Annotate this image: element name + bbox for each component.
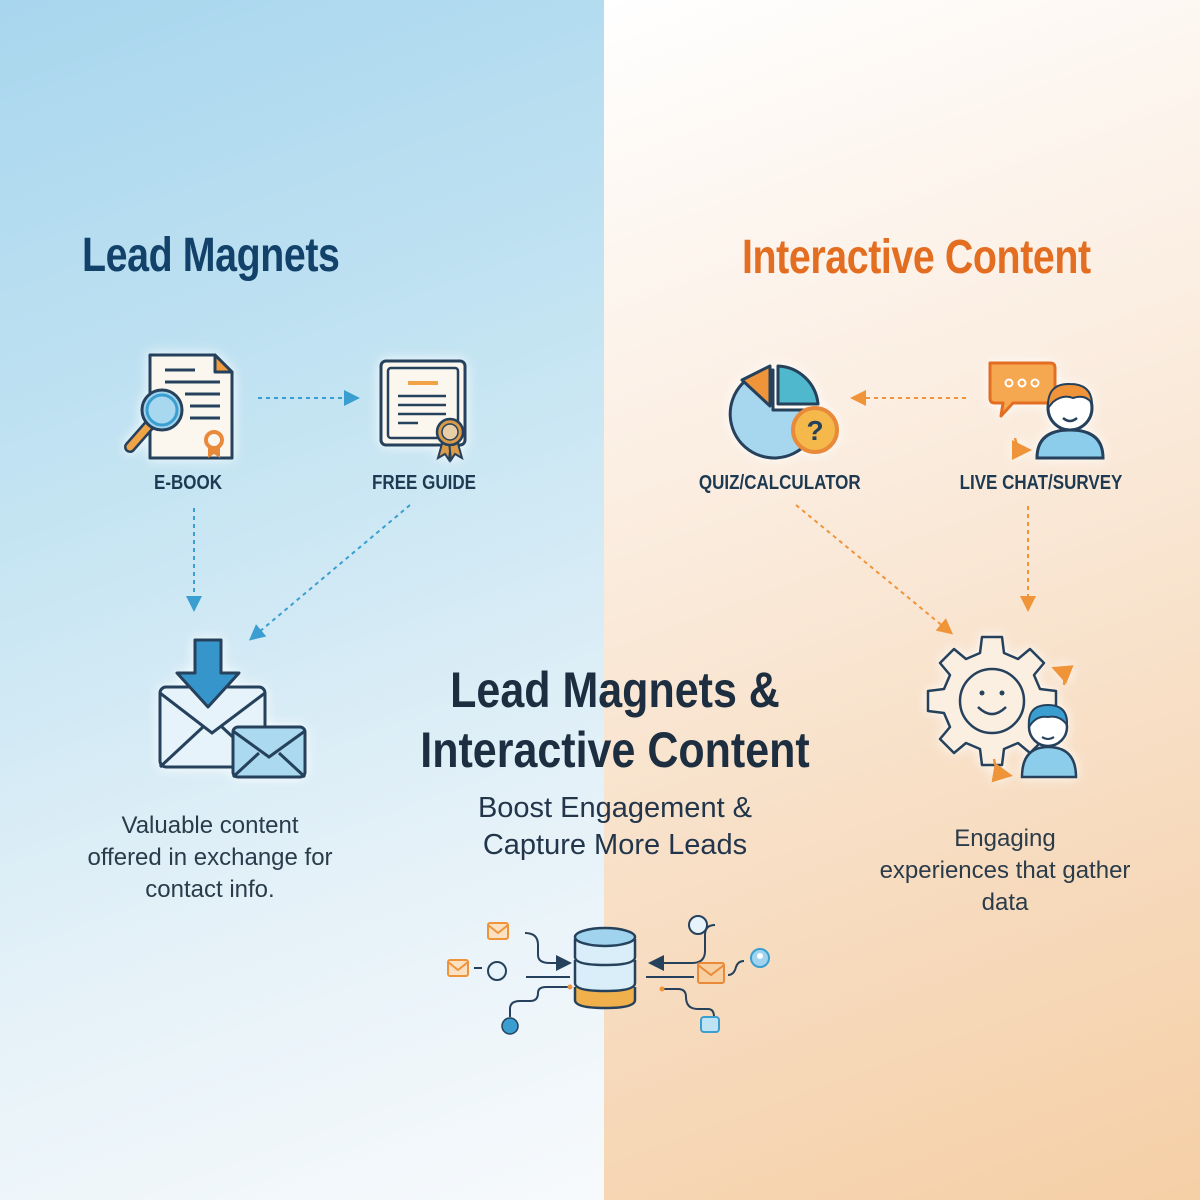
left-connectors xyxy=(186,390,411,641)
desc-line: Valuable content xyxy=(121,812,299,839)
email-icon xyxy=(697,962,725,984)
interactive-content-heading: Interactive Content xyxy=(742,231,1091,284)
quiz-calculator-label: QUIZ/CALCULATOR xyxy=(698,472,861,494)
desc-line: experiences that gather xyxy=(879,857,1131,884)
lead-magnets-heading: Lead Magnets xyxy=(82,229,340,282)
pie-chart-question-icon: ? xyxy=(728,364,839,460)
live-chat-survey-label: LIVE CHAT/SURVEY xyxy=(959,472,1123,494)
email-icon xyxy=(487,922,509,940)
main-subtitle: Boost Engagement & Capture More Leads xyxy=(420,790,810,864)
gear-smiley-user-icon xyxy=(926,635,1078,783)
location-pin-icon xyxy=(750,948,770,968)
desc-line: Engaging xyxy=(954,825,1056,852)
email-icon xyxy=(447,959,469,977)
ebook-label: E-BOOK xyxy=(154,472,222,494)
chat-user-icon xyxy=(988,361,1105,460)
chat-badge-icon xyxy=(688,915,708,935)
chat-badge-icon xyxy=(487,961,507,981)
left-background xyxy=(0,0,604,1200)
interactive-content-description: Engaging experiences that gather data xyxy=(865,823,1145,919)
lead-magnets-description: Valuable content offered in exchange for… xyxy=(60,810,360,906)
svg-text:?: ? xyxy=(806,415,823,446)
main-title-line2: Interactive Content xyxy=(420,722,810,778)
certificate-guide-icon xyxy=(379,359,467,463)
ebook-magnifier-icon xyxy=(124,353,234,460)
subtitle-line1: Boost Engagement & xyxy=(477,792,753,824)
right-background xyxy=(604,0,1200,1200)
database-flow-graphic xyxy=(447,915,770,1035)
database-icon xyxy=(573,926,637,1010)
desc-line: contact info. xyxy=(145,876,275,903)
desc-line: data xyxy=(981,889,1029,916)
main-title-line1: Lead Magnets & xyxy=(450,662,780,718)
subtitle-line2: Capture More Leads xyxy=(482,829,748,861)
email-download-icon xyxy=(158,638,307,779)
desc-line: offered in exchange for xyxy=(87,844,333,871)
main-title: Lead Magnets & Interactive Content xyxy=(413,660,817,780)
free-guide-label: FREE GUIDE xyxy=(372,472,476,494)
right-connectors xyxy=(795,390,1036,635)
